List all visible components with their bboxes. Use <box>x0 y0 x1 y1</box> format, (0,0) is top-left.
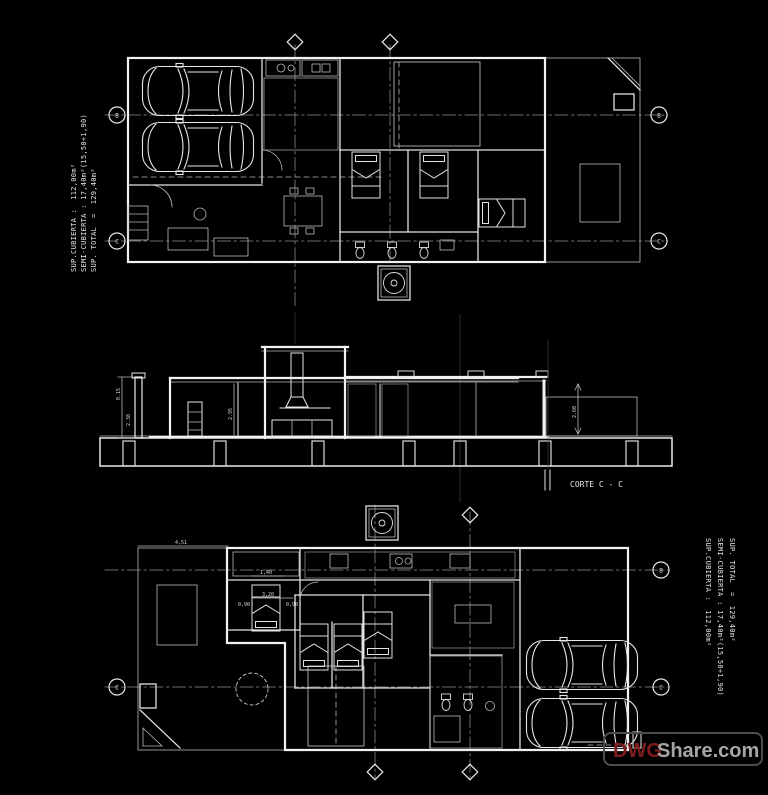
compass-top <box>377 265 411 301</box>
dim-closet: 1,40 <box>260 570 272 576</box>
bed-icon <box>351 151 381 199</box>
grid-marker-b-right: B <box>645 106 668 124</box>
bottom-plan-boundary <box>137 546 630 752</box>
grid-letter: C <box>115 238 119 245</box>
toilet-icon <box>355 241 365 259</box>
watermark-dwg: DWG <box>613 740 662 762</box>
right-area-annotation: SUP.CUBIERTA : 112,00m² SEMI-CUBIERTA : … <box>704 538 736 696</box>
bed-icon <box>478 198 526 228</box>
bathroom-top <box>355 239 455 259</box>
section-cut-label: CORTE C - C <box>544 339 623 491</box>
bottom-plan-centerlines <box>104 504 669 779</box>
car-icon <box>141 62 255 120</box>
section-footings <box>122 440 639 467</box>
grid-letter: C <box>657 238 661 245</box>
dim-right-height: 2.60 <box>572 406 578 418</box>
car-icon <box>141 118 255 176</box>
car-icon <box>525 636 639 694</box>
toilet-icon <box>463 693 473 711</box>
section-title: CORTE C - C <box>570 480 623 489</box>
area-line-1: SUP.CUBIERTA : 112,00m² <box>70 164 78 272</box>
dim-pass-left: 0,90 <box>238 602 250 608</box>
dim-room-height: 2.95 <box>228 408 234 420</box>
dim-parapet: 0.15 <box>116 388 122 400</box>
watermark: DWG Share.com <box>603 732 763 766</box>
section-structure <box>131 345 638 440</box>
bedrooms-bottom <box>299 611 393 671</box>
grid-letter: C <box>659 684 663 691</box>
grid-marker-c-right: C <box>645 232 668 250</box>
stairs-bottom <box>307 665 365 747</box>
grid-marker-c-right: C <box>647 678 670 696</box>
arrow-icon <box>382 173 392 181</box>
area-line-2: SEMI-CUBIERTA : 17,40m²(15,50+1,90) <box>80 114 88 272</box>
toilet-icon <box>419 241 429 259</box>
top-plan-grid-markers: B C B C <box>108 33 668 250</box>
top-plan-centerlines <box>104 44 669 503</box>
grid-letter: B <box>657 112 661 119</box>
bottom-plan-dimensions: 4,51 1,40 3,20 0,90 0,90 <box>137 540 298 608</box>
bottom-plan-grid-markers: C B C <box>108 506 670 781</box>
grid-letter: C <box>115 684 119 691</box>
dim-left-height: 2.38 <box>126 414 132 426</box>
left-area-annotation: SUP.CUBIERTA : 112,00m² SEMI-CUBIERTA : … <box>70 114 98 272</box>
top-floor-plan: B C B C SUP.CUBIERTA : 112,00m² SEMI-CUB… <box>70 33 669 503</box>
kitchen-area-bottom <box>304 551 516 649</box>
garden-bottom <box>139 584 269 709</box>
area-line-3: SUP. TOTAL = 129,40m² <box>728 538 736 642</box>
grid-letter: B <box>659 567 663 574</box>
dim-pass-right: 0,90 <box>286 602 298 608</box>
bathroom-bottom <box>429 655 503 749</box>
dim-room: 3,20 <box>262 592 274 598</box>
stairs-top <box>393 61 481 151</box>
watermark-share: Share.com <box>657 740 759 762</box>
entry-steps-top <box>127 205 149 241</box>
bed-icon <box>363 611 393 659</box>
area-line-2: SEMI-CUBIERTA : 17,40m²(15,50+1,90) <box>716 538 724 696</box>
garage-area-top <box>132 62 392 181</box>
section-dimensions: 0.15 2.38 2.95 2.60 <box>116 376 582 439</box>
top-plan-boundary <box>126 56 641 264</box>
grid-letter: B <box>115 112 119 119</box>
bedrooms-top <box>351 151 526 228</box>
bottom-floor-plan: 4,51 1,40 3,20 0,90 0,90 C B C <box>104 504 736 781</box>
grid-marker-c-left: C <box>108 232 131 250</box>
area-line-1: SUP.CUBIERTA : 112,00m² <box>704 538 712 646</box>
grid-marker-b-left: B <box>108 106 131 124</box>
bed-icon <box>419 151 449 199</box>
grid-marker-b-right: B <box>647 561 670 579</box>
section-ground <box>99 435 673 467</box>
area-line-3: SUP. TOTAL = 129,40m² <box>90 168 98 272</box>
top-plan-interior-walls <box>127 57 546 263</box>
bottom-plan-interior-walls <box>226 547 521 751</box>
bed-icon <box>333 623 363 671</box>
compass-bottom <box>365 505 399 541</box>
bed-icon <box>299 623 329 671</box>
toilet-icon <box>387 241 397 259</box>
toilet-icon <box>441 693 451 711</box>
grid-marker-c-left: C <box>108 678 131 696</box>
patio-top <box>579 163 621 223</box>
dim-frontage: 4,51 <box>175 540 187 546</box>
compass-rose-icon <box>383 272 405 294</box>
kitchen-area-top <box>263 59 339 151</box>
living-dining-top <box>167 187 323 257</box>
section-drawing: 0.15 2.38 2.95 2.60 CORTE C - C <box>99 339 673 491</box>
